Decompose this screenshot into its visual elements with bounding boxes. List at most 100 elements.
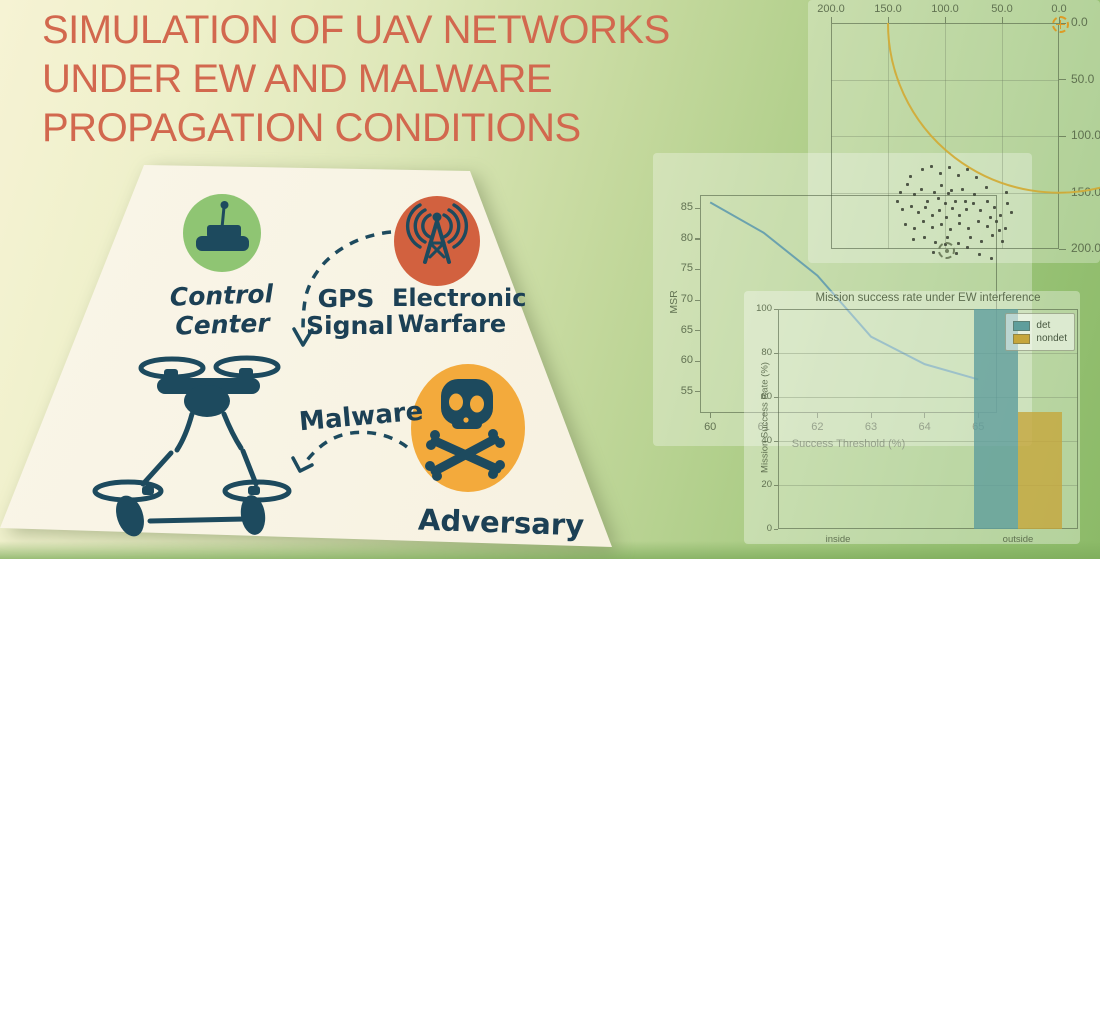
title-line-2: UNDER EW AND MALWARE	[42, 57, 553, 101]
scatter-point	[998, 229, 1002, 233]
scatter-x-tick	[887, 17, 889, 23]
scatter-y-tick-label: 100.0	[1071, 128, 1100, 142]
scatter-point	[954, 252, 958, 256]
scatter-point	[984, 186, 988, 190]
scatter-point	[940, 184, 944, 188]
bar-y-tick	[774, 440, 778, 442]
scatter-x-tick-label: 150.0	[874, 3, 902, 15]
line-x-tick	[709, 413, 711, 418]
scatter-point	[958, 213, 962, 217]
bar-gridline-h	[778, 353, 1078, 354]
scatter-point	[985, 200, 989, 204]
scatter-point	[911, 238, 915, 242]
line-y-tick	[695, 207, 700, 210]
marker-dot	[944, 248, 949, 253]
electronic-warfare-node	[394, 196, 480, 286]
scatter-gridline-h	[831, 136, 1059, 137]
scatter-point	[933, 191, 937, 194]
scatter-point	[960, 187, 964, 191]
scatter-point	[991, 233, 995, 237]
scatter-y-tick-label: 0.0	[1071, 15, 1088, 29]
scatter-point	[965, 207, 969, 211]
bottom-green-band	[0, 541, 1100, 559]
scatter-point	[950, 188, 954, 192]
scatter-x-tick-label: 50.0	[991, 3, 1013, 15]
line-y-axis-label: MSR	[668, 290, 680, 314]
scatter-point	[949, 228, 953, 232]
bar-category-label: outside	[1002, 534, 1034, 545]
scatter-point	[966, 246, 970, 250]
scatter-point	[1005, 191, 1009, 194]
bar-y-tick	[774, 528, 778, 530]
scatter-marker-dashed-circled-dot	[938, 242, 955, 259]
scatter-point	[953, 200, 957, 204]
line-y-tick-label: 70	[680, 293, 693, 306]
line-x-tick-label: 62	[811, 421, 824, 433]
bar-y-tick	[774, 352, 778, 354]
line-x-axis-label: Success Threshold (%)	[791, 438, 906, 450]
page-title: SIMULATION OF UAV NETWORKS UNDER EW AND …	[42, 6, 670, 153]
radio-tower-icon	[405, 203, 469, 264]
scatter-y-tick-label: 50.0	[1071, 71, 1095, 86]
scatter-point	[1000, 239, 1004, 243]
bar-gridline-h	[778, 397, 1078, 398]
control-center-node	[183, 194, 261, 272]
marker-plus-v	[1059, 20, 1062, 29]
scatter-point	[1009, 211, 1013, 215]
scatter-point	[936, 196, 940, 200]
scatter-point	[946, 192, 950, 196]
electronic-warfare-label: Electronic Warfare	[392, 284, 527, 337]
legend-swatch-nondet	[1013, 333, 1031, 344]
line-y-tick	[695, 391, 700, 393]
line-y-tick-label: 85	[680, 201, 693, 214]
scatter-gridline-v	[945, 23, 946, 249]
scatter-point	[895, 200, 899, 204]
scatter-y-tick	[1059, 79, 1066, 81]
scatter-point	[943, 202, 947, 206]
scatter-point	[968, 236, 972, 240]
scatter-y-tick	[1059, 135, 1066, 137]
scatter-point	[976, 220, 980, 224]
line-y-tick	[695, 299, 700, 301]
line-x-tick-label: 63	[864, 421, 878, 433]
line-y-tick	[695, 360, 700, 362]
line-plot-box	[700, 195, 997, 413]
scatter-point	[992, 205, 996, 209]
electronic-warfare-label-line1: Electronic	[392, 284, 527, 312]
ground-station-icon	[196, 201, 249, 251]
scatter-point	[977, 253, 981, 257]
bar-y-tick-label: 80	[761, 347, 772, 358]
bar-category-label: inside	[825, 534, 851, 545]
scatter-x-tick-label: 200.0	[817, 3, 845, 15]
scatter-point	[922, 236, 926, 240]
scatter-point	[999, 213, 1003, 217]
adversary-node	[411, 364, 525, 492]
legend-row-det: det	[1013, 320, 1067, 331]
scatter-point	[957, 174, 961, 178]
scatter-point	[937, 209, 941, 213]
scatter-point	[934, 240, 938, 244]
line-x-tick	[763, 413, 765, 418]
scatter-gridline-v	[888, 23, 889, 249]
scatter-point	[1003, 227, 1007, 231]
scatter-point	[899, 191, 903, 194]
scatter-point	[924, 205, 928, 209]
scatter-point	[975, 176, 979, 180]
scatter-point	[964, 200, 968, 204]
scatter-point	[929, 165, 933, 168]
line-y-tick-label: 60	[680, 354, 693, 367]
bar-nondet-outside	[1018, 412, 1062, 529]
bar-y-tick-label: 20	[761, 479, 772, 490]
scatter-x-tick	[830, 17, 832, 23]
bar-gridline-h	[778, 485, 1078, 486]
line-x-tick-label: 64	[918, 421, 931, 433]
bar-plot-box	[778, 309, 1078, 529]
scatter-point	[920, 168, 924, 172]
skull-crossbones-icon	[425, 379, 505, 481]
bar-gridline-h	[778, 441, 1078, 442]
scatter-point	[940, 222, 944, 226]
hero-banner: Control Center	[0, 0, 1100, 559]
